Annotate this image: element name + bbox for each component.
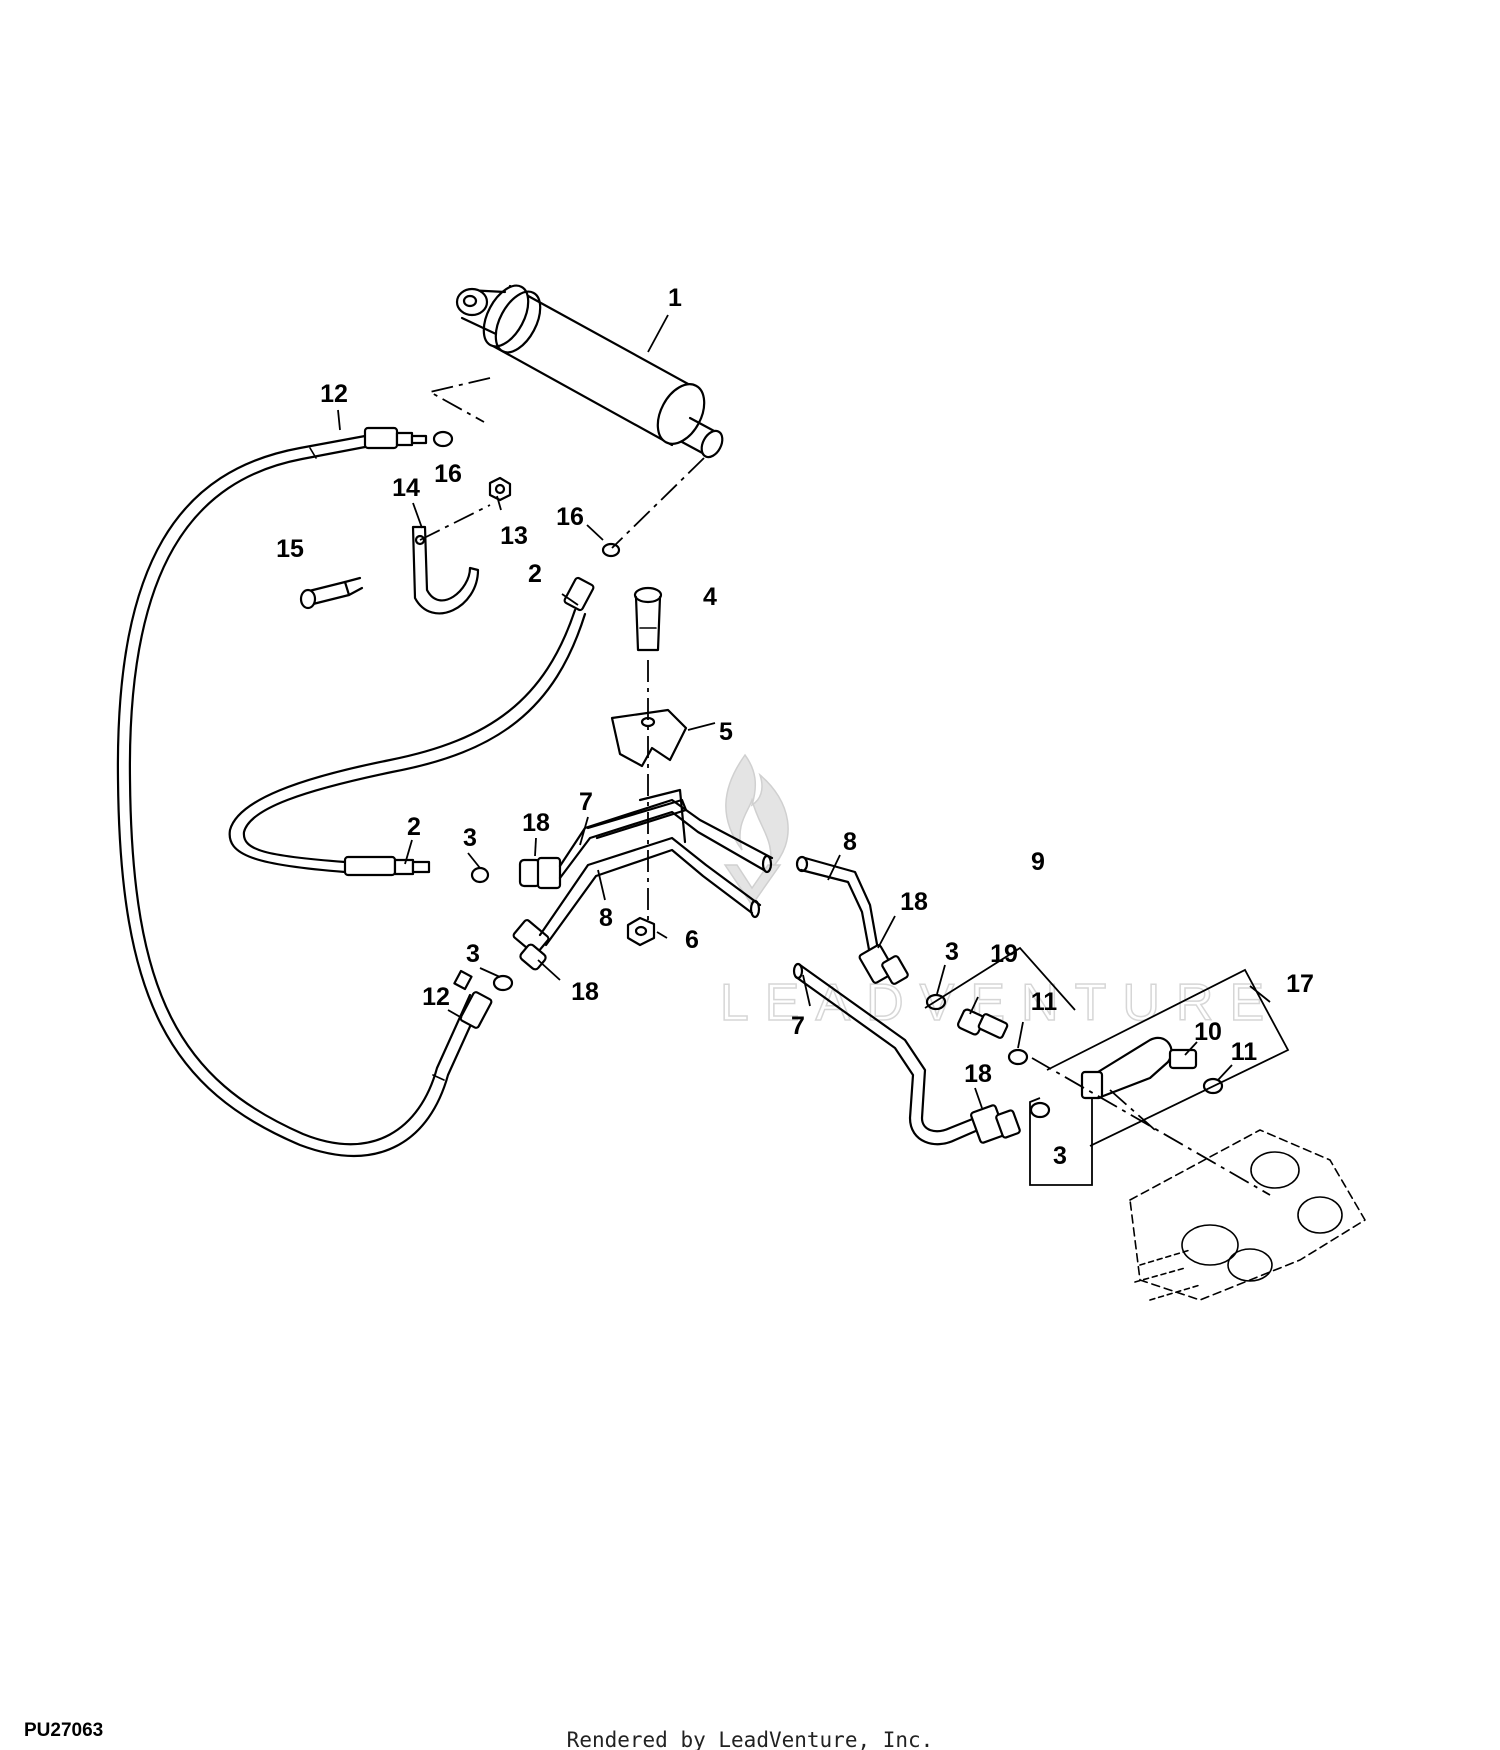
callout-10: 10 <box>1194 1018 1222 1046</box>
callout-15: 15 <box>276 535 304 563</box>
bracket-17 <box>1046 968 1290 1147</box>
tube-8-right <box>795 855 909 985</box>
callout-6: 6 <box>685 926 699 954</box>
callout-18-lower-right: 18 <box>964 1060 992 1088</box>
callout-3-lower-right: 3 <box>1053 1142 1067 1170</box>
fitting-18-left-lower <box>512 919 550 971</box>
callout-8-left: 8 <box>599 904 613 932</box>
bracket-9 <box>924 946 1076 1011</box>
hydraulic-cylinder <box>455 284 724 459</box>
clamp-assembly <box>299 476 512 615</box>
tube-7-right <box>792 962 1021 1146</box>
bolt-block-nut <box>610 586 688 947</box>
washer-11-lower <box>1202 1077 1224 1095</box>
fitting-19 <box>957 1008 1009 1039</box>
callout-14: 14 <box>392 474 420 502</box>
figure-id-label: PU27063 <box>24 1720 104 1741</box>
callout-3-upper-right: 3 <box>945 938 959 966</box>
hose-12-long <box>116 426 493 1157</box>
callout-12-upper: 12 <box>320 380 348 408</box>
washer-16-lower <box>601 542 621 558</box>
tubes-left <box>538 788 774 947</box>
washer-11-upper <box>1007 1048 1029 1066</box>
callout-8-right: 8 <box>843 828 857 856</box>
callout-2-upper: 2 <box>528 560 542 588</box>
callout-1: 1 <box>668 284 682 312</box>
callout-11-lower: 11 <box>1231 1038 1258 1066</box>
callout-5: 5 <box>719 718 733 746</box>
callout-3-lower-left: 3 <box>466 940 480 968</box>
callouts: 1 12 16 14 13 15 16 2 4 5 2 3 18 7 8 6 3… <box>276 284 1314 1170</box>
callout-16-lower: 16 <box>556 503 584 531</box>
bracket-3 <box>1029 1097 1093 1186</box>
callout-4: 4 <box>703 583 717 611</box>
callout-11-upper: 11 <box>1031 988 1058 1016</box>
callout-18-upper-left: 18 <box>522 809 550 837</box>
callout-7-left: 7 <box>579 788 593 816</box>
callout-9: 9 <box>1031 848 1045 876</box>
callout-12-lower: 12 <box>422 983 450 1011</box>
callout-18-lower-left: 18 <box>571 978 599 1006</box>
fitting-18-left-upper <box>518 856 562 890</box>
watermark: LEADVENTURE <box>719 753 1265 1033</box>
washer-16-upper <box>432 430 454 448</box>
leader-lines <box>337 314 1271 1109</box>
callout-18-upper-right: 18 <box>900 888 928 916</box>
callout-17: 17 <box>1286 970 1314 998</box>
credit-footer: Rendered by LeadVenture, Inc. <box>566 1728 934 1750</box>
callout-19: 19 <box>990 940 1018 968</box>
control-valve <box>1129 1129 1366 1301</box>
hose-2 <box>228 576 595 877</box>
washer-3-left-lower <box>492 974 514 992</box>
callout-7-right: 7 <box>791 1012 805 1040</box>
callout-3-upper-left: 3 <box>463 824 477 852</box>
callout-2-lower: 2 <box>407 813 421 841</box>
callout-13: 13 <box>500 522 528 550</box>
washer-3-right-upper <box>925 993 947 1011</box>
callout-16-upper: 16 <box>434 460 462 488</box>
washer-3-right-lower <box>1029 1101 1051 1119</box>
elbow-fitting-10 <box>1080 1036 1198 1100</box>
washer-3-left-upper <box>470 866 490 884</box>
